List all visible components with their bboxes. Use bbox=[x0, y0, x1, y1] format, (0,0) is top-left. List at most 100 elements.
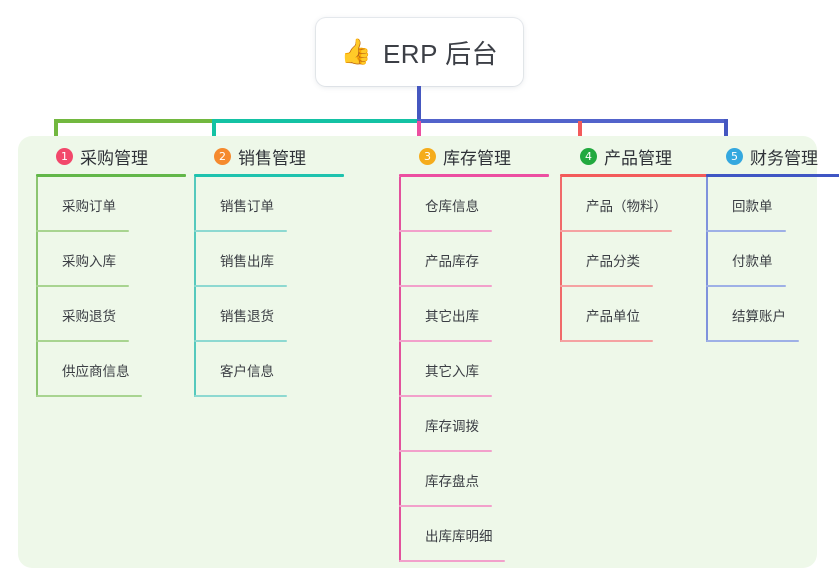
branch-item-underline bbox=[399, 395, 492, 397]
branch-item-underline bbox=[194, 285, 287, 287]
branch-item[interactable]: 其它出库 bbox=[399, 287, 549, 342]
branch-item[interactable]: 销售退货 bbox=[194, 287, 344, 342]
branch-spine bbox=[706, 177, 708, 342]
root-node[interactable]: 👍 ERP 后台 bbox=[316, 18, 523, 86]
branch-item-underline bbox=[560, 230, 672, 232]
branch-underline bbox=[36, 174, 186, 177]
branch-item-label: 出库库明细 bbox=[425, 529, 493, 544]
branch-item-underline bbox=[194, 230, 287, 232]
branch-item[interactable]: 产品分类 bbox=[560, 232, 725, 287]
branch-item-underline bbox=[399, 285, 492, 287]
branch-header-2[interactable]: 2 销售管理 bbox=[194, 143, 344, 169]
connector-stub-1 bbox=[54, 121, 58, 149]
branch-item-label: 产品单位 bbox=[586, 309, 640, 324]
branch-column-2: 2 销售管理销售订单销售出库销售退货客户信息 bbox=[194, 143, 344, 397]
branch-item-label: 供应商信息 bbox=[62, 364, 130, 379]
branch-item-underline bbox=[36, 395, 142, 397]
connector-bar-segment-green bbox=[54, 119, 214, 123]
connector-stub-4 bbox=[578, 121, 582, 149]
branch-spine bbox=[194, 177, 196, 397]
branch-item-underline bbox=[399, 560, 505, 562]
branch-item-underline bbox=[36, 230, 129, 232]
branch-item[interactable]: 采购入库 bbox=[36, 232, 186, 287]
branch-item[interactable]: 回款单 bbox=[706, 177, 839, 232]
branch-item-underline bbox=[706, 340, 799, 342]
branch-item[interactable]: 结算账户 bbox=[706, 287, 839, 342]
branch-item-underline bbox=[706, 230, 786, 232]
branch-items: 产品（物料） 产品分类产品单位 bbox=[560, 177, 725, 342]
branch-items: 仓库信息产品库存其它出库其它入库库存调拨库存盘点出库库明细 bbox=[399, 177, 549, 562]
branch-number-badge: 3 bbox=[419, 147, 436, 165]
branch-item-label: 产品库存 bbox=[425, 254, 479, 269]
branch-item-underline bbox=[399, 340, 492, 342]
branch-item-label: 仓库信息 bbox=[425, 199, 479, 214]
branch-item-label: 库存盘点 bbox=[425, 474, 479, 489]
branch-title: 财务管理 bbox=[750, 148, 818, 168]
branch-item[interactable]: 采购退货 bbox=[36, 287, 186, 342]
branch-column-4: 4 产品管理产品（物料） 产品分类产品单位 bbox=[560, 143, 725, 342]
branch-title: 产品管理 bbox=[604, 148, 672, 168]
branch-item-label: 采购退货 bbox=[62, 309, 116, 324]
branch-spine bbox=[36, 177, 38, 397]
branch-number-badge: 5 bbox=[726, 147, 743, 165]
branch-item-label: 产品（物料） bbox=[586, 199, 667, 214]
branch-item[interactable]: 产品库存 bbox=[399, 232, 549, 287]
branch-item[interactable]: 付款单 bbox=[706, 232, 839, 287]
branch-item[interactable]: 销售订单 bbox=[194, 177, 344, 232]
thumbs-up-icon: 👍 bbox=[340, 37, 372, 66]
branch-column-5: 5 财务管理回款单付款单结算账户 bbox=[706, 143, 839, 342]
branch-item[interactable]: 产品（物料） bbox=[560, 177, 725, 232]
branch-item[interactable]: 出库库明细 bbox=[399, 507, 549, 562]
branch-header-5[interactable]: 5 财务管理 bbox=[706, 143, 839, 169]
branch-number-badge: 4 bbox=[580, 147, 597, 165]
branch-item-label: 其它出库 bbox=[425, 309, 479, 324]
branch-item-label: 结算账户 bbox=[732, 309, 786, 324]
connector-stub-3 bbox=[417, 121, 421, 149]
branch-header-4[interactable]: 4 产品管理 bbox=[560, 143, 725, 169]
branch-item[interactable]: 产品单位 bbox=[560, 287, 725, 342]
branch-item-label: 客户信息 bbox=[220, 364, 274, 379]
branches-panel bbox=[18, 136, 817, 568]
branch-item-underline bbox=[560, 340, 653, 342]
branch-item-underline bbox=[194, 340, 287, 342]
connector-bar-segment-indigo bbox=[417, 119, 728, 123]
branch-item-underline bbox=[36, 340, 129, 342]
branch-items: 回款单付款单结算账户 bbox=[706, 177, 839, 342]
branch-item-label: 付款单 bbox=[732, 254, 773, 269]
branch-item[interactable]: 仓库信息 bbox=[399, 177, 549, 232]
branch-title: 采购管理 bbox=[80, 148, 148, 168]
branch-item-label: 销售出库 bbox=[220, 254, 274, 269]
branch-item[interactable]: 采购订单 bbox=[36, 177, 186, 232]
trunk-connector bbox=[417, 86, 421, 121]
connector-bar-segment-teal bbox=[212, 119, 419, 123]
branch-item[interactable]: 库存调拨 bbox=[399, 397, 549, 452]
branch-item-underline bbox=[36, 285, 129, 287]
root-node-content: 👍 ERP 后台 bbox=[341, 34, 498, 71]
connector-stub-5 bbox=[724, 121, 728, 149]
branch-item[interactable]: 其它入库 bbox=[399, 342, 549, 397]
branch-item-underline bbox=[194, 395, 287, 397]
branch-underline bbox=[399, 174, 549, 177]
branch-item-label: 采购入库 bbox=[62, 254, 116, 269]
connector-stub-2 bbox=[212, 121, 216, 149]
branch-item-label: 产品分类 bbox=[586, 254, 640, 269]
branch-spine bbox=[560, 177, 562, 342]
root-node-title: ERP 后台 bbox=[382, 38, 499, 69]
branch-item[interactable]: 客户信息 bbox=[194, 342, 344, 397]
branch-number-badge: 2 bbox=[214, 147, 231, 165]
branch-underline bbox=[706, 174, 839, 177]
branch-items: 采购订单采购入库采购退货供应商信息 bbox=[36, 177, 186, 397]
branch-item-underline bbox=[399, 230, 492, 232]
branch-item[interactable]: 供应商信息 bbox=[36, 342, 186, 397]
branch-title: 销售管理 bbox=[238, 148, 306, 168]
branch-item-underline bbox=[399, 450, 492, 452]
branch-item-underline bbox=[399, 505, 492, 507]
branch-underline bbox=[560, 174, 725, 177]
branch-underline bbox=[194, 174, 344, 177]
branch-item[interactable]: 库存盘点 bbox=[399, 452, 549, 507]
branch-item[interactable]: 销售出库 bbox=[194, 232, 344, 287]
